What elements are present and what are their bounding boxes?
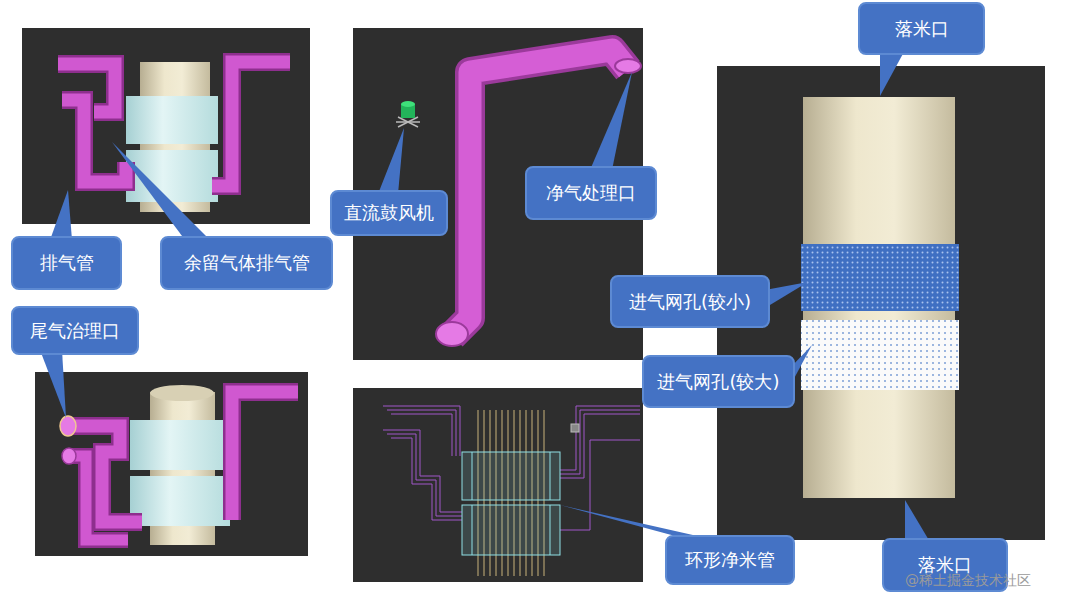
callout-box: 落米口 [858,2,985,55]
wireframe-panel [353,388,643,582]
wire-ring [550,505,551,555]
callout-tail [40,350,66,418]
wire-pipe [560,414,640,478]
callout-tail [765,282,808,308]
wire-pipe [383,430,462,512]
callout-text: 尾气治理口 [30,320,120,342]
callout-text: 落米口 [895,18,949,40]
wire-ring [462,452,560,500]
wire-blower [571,424,579,432]
callout-tail [880,50,905,96]
wire-pipe [391,438,462,520]
wireframe-panel [353,388,643,582]
wire-pipe [560,410,640,474]
pipe [62,100,126,182]
render-panel [35,372,308,556]
render-panel [130,476,230,526]
callout-tail [40,50,930,542]
callout-text: 排气管 [40,252,94,274]
pipe [70,392,298,540]
wire-pipe [383,406,460,456]
wire-pipe [391,414,452,456]
render-panel [35,372,308,556]
wire-ring [462,452,560,555]
pipe [212,62,290,186]
pipe-opening [60,416,76,436]
pipe-opening [615,59,641,73]
pipe [232,392,298,520]
render-panel [22,28,310,224]
wire-ring [472,452,473,500]
callout-text: 进气网孔(较大) [657,371,779,393]
callout-tail [112,142,210,240]
render-panel [126,96,218,144]
callout-tail [50,190,72,240]
blower-icon [401,101,415,107]
pipe-opening [436,322,468,346]
callout-tail [378,128,404,194]
render-panel [22,28,310,224]
pipe [62,100,126,182]
callout-text: 进气网孔(较小) [629,291,751,313]
pipe [232,392,298,520]
callout-box: 进气网孔(较小) [610,275,770,328]
callout-box: 直流鼓风机 [330,190,448,236]
pipe-opening [62,448,76,464]
pipe [212,62,290,186]
callout-box: 余留气体排气管 [160,236,333,290]
pipe [70,456,128,540]
wire-ring [462,505,560,555]
callout-tail [905,500,930,542]
mesh-band [801,320,959,390]
callout-box: 尾气治理口 [11,306,139,355]
wire-ring [472,505,473,555]
pipe [70,456,128,540]
mesh-band [801,244,959,311]
render-panel [150,385,214,401]
render-panel [130,420,230,470]
blower-icon [398,117,418,127]
wire-ring [550,452,551,500]
callout-box: 净气处理口 [525,166,657,220]
wire-pipe [387,410,456,456]
callout-text: 直流鼓风机 [344,202,434,224]
blower-icon [396,101,420,127]
wire-pipe [387,434,462,516]
callout-tail [590,72,632,170]
callout-box: 进气网孔(较大) [642,355,795,408]
wire-pipe [560,440,640,530]
callout-text: 环形净米管 [685,549,775,571]
callout-box: 环形净米管 [665,535,795,585]
blower-icon [398,117,418,127]
callout-text: 余留气体排气管 [184,252,310,274]
wire-pipe [560,406,640,470]
callout-text: 净气处理口 [546,182,636,204]
watermark: @稀土掘金技术社区 [905,572,1031,590]
callout-box: 排气管 [11,236,122,290]
pipe [58,62,290,186]
